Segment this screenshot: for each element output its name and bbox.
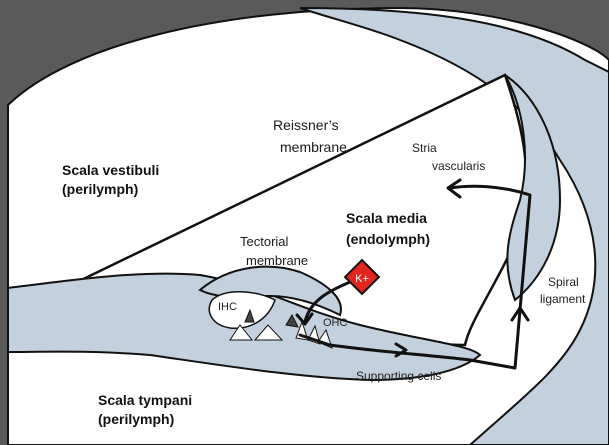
reissners-label-2: membrane <box>280 139 347 155</box>
scala-tympani-label-1: Scala tympani <box>98 392 192 408</box>
scala-tympani-label-2: (perilymph) <box>98 411 174 427</box>
spiral-label-1: Spiral <box>548 275 579 289</box>
ihc-label: IHC <box>218 301 237 313</box>
scala-vestibuli-label-2: (perilymph) <box>62 181 138 197</box>
scala-media-label-1: Scala media <box>346 210 427 226</box>
supporting-cells-label: Supporting cells <box>356 369 441 383</box>
tectorial-label-2: membrane <box>246 253 308 268</box>
k-plus-label: K+ <box>355 273 369 285</box>
scala-vestibuli-label-1: Scala vestibuli <box>62 162 159 178</box>
tectorial-label-1: Tectorial <box>240 234 289 249</box>
ohc-label: OHC <box>323 317 348 329</box>
spiral-label-2: ligament <box>540 292 586 306</box>
stria-label-1: Stria <box>412 141 437 155</box>
stria-label-2: vascularis <box>432 159 485 173</box>
reissners-label-1: Reissner’s <box>273 117 339 133</box>
scala-media-label-2: (endolymph) <box>346 231 430 247</box>
